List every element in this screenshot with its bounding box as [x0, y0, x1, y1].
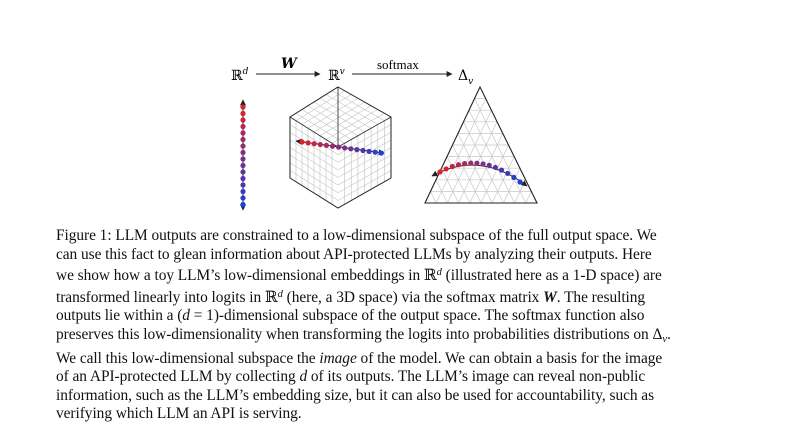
embedding-point [240, 117, 246, 123]
logit-point [342, 145, 348, 151]
probability-point [517, 179, 523, 185]
label-rd: ℝd [231, 67, 249, 84]
caption-line-7: We call this low-dimensional subspace th… [56, 349, 663, 367]
logit-point [378, 150, 384, 156]
probability-point [462, 160, 468, 167]
caption-line-10: verifying which LLM an API is serving. [56, 405, 302, 423]
panel-logit-cube [289, 86, 392, 209]
embedding-point [240, 110, 246, 117]
probability-point [486, 162, 492, 168]
caption-line-3: we show how a toy LLM’s low-dimensional … [56, 267, 662, 285]
caption-line-8: of an API-protected LLM by collecting d … [56, 368, 646, 386]
embedding-point [240, 169, 246, 175]
logit-point [360, 147, 366, 154]
probability-point [455, 162, 462, 168]
caption-line-9: information, such as the LLM’s embedding… [56, 386, 655, 404]
logit-point [354, 147, 360, 153]
logit-point [305, 140, 311, 146]
logit-point [336, 144, 342, 150]
embedding-point [240, 156, 246, 162]
embedding-point [240, 195, 246, 201]
logit-point [299, 139, 305, 145]
embedding-point [240, 149, 246, 156]
logit-point [311, 141, 317, 147]
logit-point [317, 141, 323, 148]
embedding-point [240, 201, 246, 208]
logit-point [366, 148, 372, 154]
label-softmax: softmax [377, 57, 419, 72]
probability-point [437, 169, 443, 175]
caption-line-4: transformed linearly into logits in ℝd (… [56, 288, 646, 306]
logit-point [348, 146, 354, 152]
probability-point [449, 163, 455, 170]
figure-1-diagram: ℝd W ℝv softmax Δv [231, 56, 538, 211]
probability-point [492, 164, 498, 171]
embedding-point [240, 136, 246, 143]
figure-caption: Figure 1: LLM outputs are constrained to… [56, 227, 756, 424]
caption-line-2: can use this fact to glean information a… [56, 245, 652, 263]
probability-point [498, 167, 505, 173]
panel-simplex [424, 85, 538, 204]
embedding-point [240, 162, 246, 169]
embedding-point [240, 175, 246, 182]
logit-point [329, 143, 336, 149]
label-w: W [281, 56, 298, 72]
caption-line-6: preserves this low-dimensionality when t… [56, 325, 671, 345]
logit-point [372, 149, 378, 155]
embedding-point [240, 123, 246, 130]
label-delta: Δv [458, 68, 473, 87]
probability-point [480, 161, 486, 167]
caption-line-5: outputs lie within a (d = 1)-dimensional… [56, 307, 645, 325]
probability-point [511, 174, 517, 180]
probability-point [468, 160, 474, 166]
logit-point [323, 142, 329, 148]
probability-point [443, 166, 449, 172]
embedding-point [240, 104, 246, 110]
probability-point [505, 170, 511, 177]
embedding-point [240, 143, 246, 149]
label-rv: ℝv [328, 67, 345, 84]
panel-embedding-1d [240, 99, 246, 211]
probability-point [474, 160, 480, 166]
embedding-point [240, 188, 246, 195]
embedding-point [240, 182, 246, 188]
caption-line-1: Figure 1: LLM outputs are constrained to… [56, 227, 657, 244]
embedding-point [240, 130, 246, 136]
